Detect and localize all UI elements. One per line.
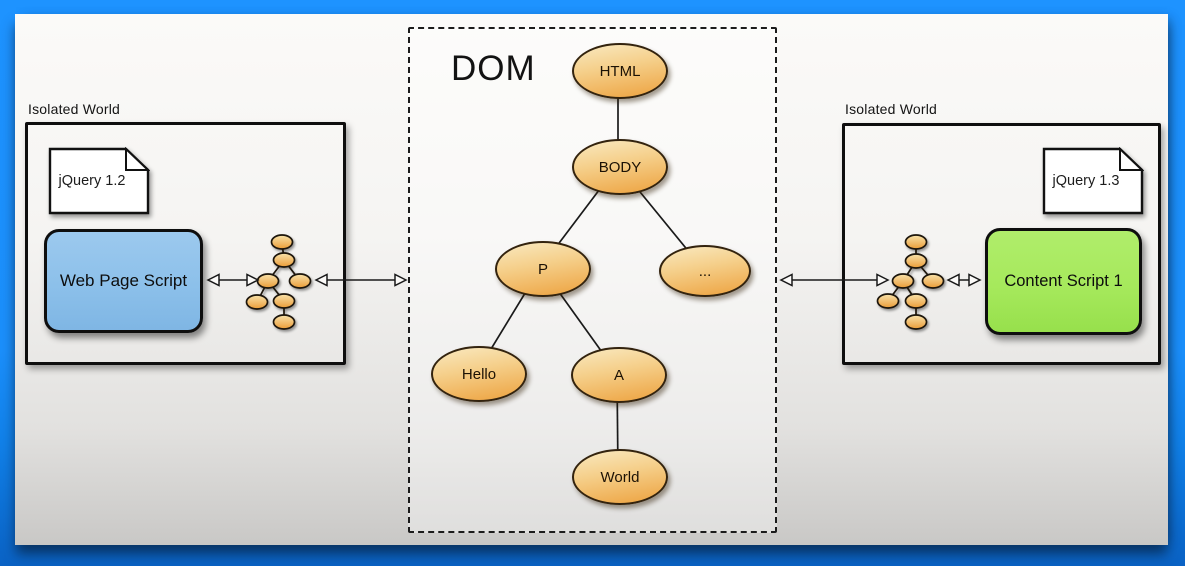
dom-node-a: A	[571, 347, 667, 403]
dom-node-html: HTML	[572, 43, 668, 99]
web-page-script-label: Web Page Script	[59, 271, 188, 290]
dom-node-p: P	[495, 241, 591, 297]
dom-node-world-label: World	[600, 468, 640, 486]
dom-node-ellipsis-label: ...	[698, 262, 712, 280]
dom-node-world: World	[572, 449, 668, 505]
right-isolated-world-label: Isolated World	[845, 101, 938, 117]
dom-node-html-label: HTML	[599, 62, 641, 80]
content-script-box: Content Script 1	[985, 228, 1142, 335]
dom-node-body-label: BODY	[598, 158, 642, 176]
jquery-1-3-document-icon: jQuery 1.3	[1042, 146, 1145, 215]
right-isolated-world-box	[842, 123, 1161, 365]
jquery-1-2-label: jQuery 1.2	[58, 173, 126, 189]
dom-node-p-label: P	[537, 260, 548, 278]
jquery-1-3-label: jQuery 1.3	[1052, 173, 1120, 189]
web-page-script-box: Web Page Script	[44, 229, 203, 333]
dom-node-ellipsis: ...	[659, 245, 751, 297]
left-isolated-world-label: Isolated World	[28, 101, 121, 117]
dom-title: DOM	[451, 49, 536, 88]
dom-node-hello: Hello	[431, 346, 527, 402]
left-isolated-world-box	[25, 122, 346, 365]
dom-node-hello-label: Hello	[461, 365, 497, 383]
dom-node-body: BODY	[572, 139, 668, 195]
jquery-1-2-document-icon: jQuery 1.2	[48, 146, 151, 215]
dom-node-a-label: A	[613, 366, 624, 384]
content-script-label: Content Script 1	[1004, 272, 1123, 290]
